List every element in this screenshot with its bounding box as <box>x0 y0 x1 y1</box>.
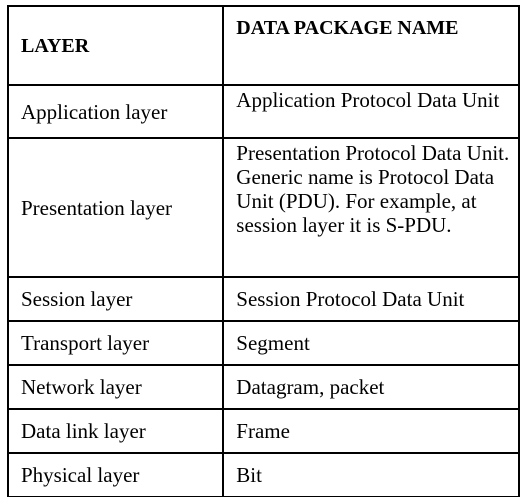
layer-cell: Transport layer <box>6 320 225 366</box>
osi-layers-table: LAYER DATA PACKAGE NAME Application laye… <box>6 5 520 497</box>
table-row: Network layer Datagram, packet <box>6 364 520 410</box>
layer-cell: Data link layer <box>6 408 225 454</box>
layer-cell: Application layer <box>6 84 225 139</box>
table-row: Transport layer Segment <box>6 320 520 366</box>
header-data-package-name: DATA PACKAGE NAME <box>222 5 520 86</box>
package-name-cell: Segment <box>222 320 520 366</box>
table-row: Physical layer Bit <box>6 452 520 497</box>
package-name-cell: Session Protocol Data Unit <box>222 276 520 322</box>
package-name-cell: Datagram, packet <box>222 364 520 410</box>
layer-cell: Presentation layer <box>6 137 225 278</box>
table-row: Session layer Session Protocol Data Unit <box>6 276 520 322</box>
package-name-cell: Application Protocol Data Unit <box>222 84 520 139</box>
table-row: Data link layer Frame <box>6 408 520 454</box>
package-name-cell: Bit <box>222 452 520 497</box>
table-row: Presentation layer Presentation Protocol… <box>6 137 520 278</box>
header-layer: LAYER <box>6 5 225 86</box>
layer-cell: Physical layer <box>6 452 225 497</box>
package-name-cell: Presentation Protocol Data Unit. Generic… <box>222 137 520 278</box>
layer-cell: Network layer <box>6 364 225 410</box>
package-name-cell: Frame <box>222 408 520 454</box>
table-row: Application layer Application Protocol D… <box>6 84 520 139</box>
table-header-row: LAYER DATA PACKAGE NAME <box>6 5 520 86</box>
layer-cell: Session layer <box>6 276 225 322</box>
